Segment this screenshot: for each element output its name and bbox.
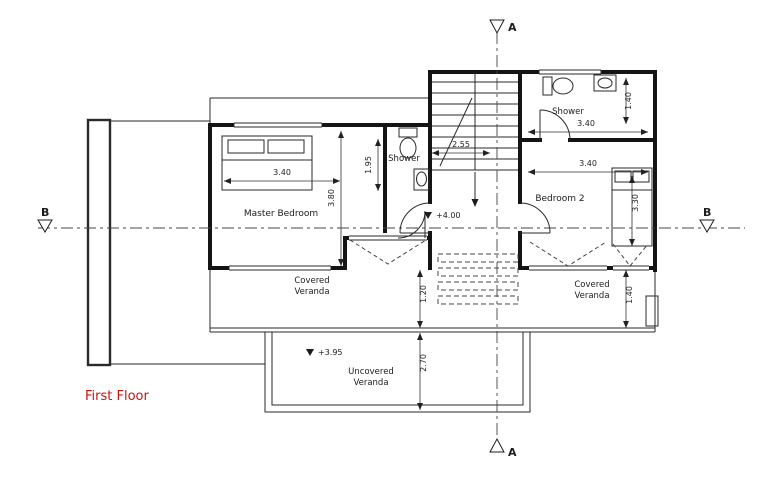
label-shower-right: Shower	[552, 107, 584, 117]
section-label-a-top: A	[508, 21, 517, 34]
covered-veranda-outline	[209, 268, 656, 333]
section-arrow-b-left	[37, 219, 53, 233]
section-lines: A A B B	[37, 19, 745, 459]
veranda-column	[645, 295, 659, 327]
toilet-left	[398, 127, 418, 159]
dim-bedroom2-width: 3.40	[579, 159, 597, 168]
dimensions	[224, 78, 648, 410]
label-covered-veranda-right-2: Veranda	[574, 291, 609, 301]
level-hall: +4.00	[436, 211, 461, 220]
level-markers: +4.00 +3.95	[306, 211, 461, 357]
pillow	[267, 139, 305, 154]
dim-stair-landing: 2.55	[452, 140, 470, 149]
section-label-a-bottom: A	[508, 446, 517, 459]
level-symbol-veranda	[306, 349, 314, 356]
dashed-details	[349, 239, 649, 305]
thin-structure	[86, 97, 659, 413]
window-master-top	[233, 122, 323, 128]
dim-covered-right-depth: 1.40	[625, 286, 634, 304]
door-shower-left	[397, 210, 426, 239]
dim-bedroom2-depth: 3.30	[631, 194, 640, 212]
sliding-door-master	[349, 235, 427, 241]
section-arrow-a-top	[489, 19, 505, 35]
staircase	[432, 72, 518, 207]
room-labels: Master Bedroom Bedroom 2 Shower Shower C…	[244, 107, 610, 388]
uncovered-veranda-outline	[264, 332, 531, 413]
page-title: First Floor	[85, 389, 149, 404]
door-shower-right	[539, 109, 571, 141]
pillow	[614, 170, 632, 183]
dim-uncovered-depth: 2.70	[419, 354, 428, 372]
master-bed	[221, 135, 313, 191]
section-arrow-b-right	[699, 219, 715, 233]
annex-connector-lines	[110, 120, 265, 365]
pergola-beams	[437, 253, 519, 305]
dim-shower-left-width: 1.95	[364, 156, 373, 174]
windows	[228, 67, 649, 273]
window-shower-right	[538, 69, 602, 75]
dim-shower-right-depth: 1.40	[624, 92, 633, 110]
side-wall-annex	[86, 118, 112, 367]
section-arrow-a-bottom	[489, 437, 505, 453]
section-label-b-left: B	[41, 206, 49, 219]
doors	[397, 109, 571, 239]
label-covered-veranda-left-2: Veranda	[294, 287, 329, 297]
level-symbol-hall	[424, 212, 432, 219]
dim-master-room-depth: 3.80	[327, 189, 336, 207]
label-covered-veranda-left-1: Covered	[294, 276, 329, 286]
label-covered-veranda-right-1: Covered	[574, 280, 609, 290]
furniture	[221, 74, 653, 247]
dim-master-bed-width: 3.40	[273, 168, 291, 177]
opening-chevron-bedroom2	[529, 241, 607, 267]
label-master-bedroom: Master Bedroom	[244, 209, 318, 219]
level-uncovered-veranda: +3.95	[318, 348, 343, 357]
window-bedroom2-south	[613, 265, 649, 271]
label-uncovered-veranda-1: Uncovered	[348, 367, 394, 377]
label-shower-left: Shower	[388, 154, 420, 164]
opening-chevron-master	[349, 239, 427, 265]
dim-covered-left-depth: 1.20	[419, 285, 428, 303]
dimension-labels: 3.40 3.80 1.95 2.55 3.40 1.40 3.40 3.30 …	[273, 92, 640, 372]
dim-shower-right-width: 3.40	[577, 119, 595, 128]
stair-break-line	[439, 97, 473, 167]
window-master-south	[228, 265, 332, 271]
sink-left	[413, 168, 430, 191]
pillow	[227, 139, 265, 154]
toilet-right	[542, 76, 574, 96]
section-label-b-right: B	[703, 206, 711, 219]
door-bedroom2	[519, 202, 551, 234]
pillow	[632, 170, 650, 183]
opening-chevron-bedroom2-side	[612, 243, 649, 267]
sink-right	[593, 74, 617, 92]
label-uncovered-veranda-2: Veranda	[353, 378, 388, 388]
label-bedroom2: Bedroom 2	[535, 194, 584, 204]
